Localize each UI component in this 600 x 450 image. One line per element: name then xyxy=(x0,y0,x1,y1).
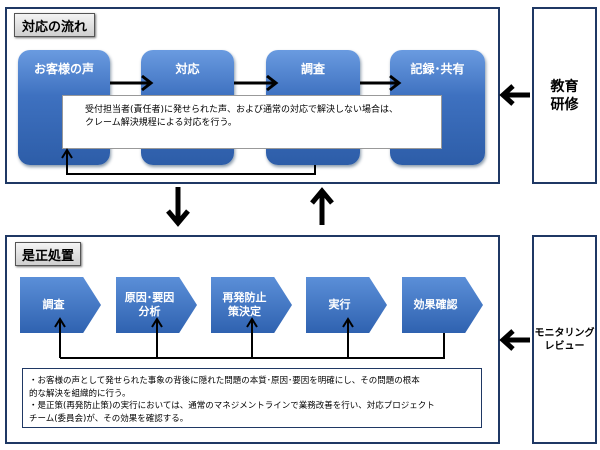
arrow-up-icon xyxy=(310,187,334,225)
feedback-arrow xyxy=(61,148,316,175)
corrective-note: ・お客様の声として発せられた事象の背後に隠れた問題の本質･原因･要因を明確にし、… xyxy=(22,368,482,428)
chevron-label: 再発防止 xyxy=(222,291,267,304)
arrow-left-icon xyxy=(499,329,530,351)
flow-note-line2: クレーム解決規程による対応を行う。 xyxy=(85,118,237,128)
chevron-execution: 実行 xyxy=(306,277,387,333)
note-line: チーム(委員会)が、その効果を確認する。 xyxy=(29,413,189,424)
note-line: 的な解決を組織的に行う。 xyxy=(29,388,131,399)
arrow-right-icon xyxy=(360,74,402,92)
chevron-label: 策決定 xyxy=(228,305,261,318)
arrow-left-icon xyxy=(499,84,530,106)
note-line: ・是正策(再発防止策)の実行においては、通常のマネジメントラインで業務改善を行い… xyxy=(29,401,435,411)
training-line2: 研修 xyxy=(550,96,579,113)
arrow-up-icon xyxy=(151,317,163,358)
chevron-label: 調査 xyxy=(42,298,65,311)
training-box: 教育研修 xyxy=(532,7,597,184)
chevron-label: 分析 xyxy=(138,305,161,318)
training-line1: 教育 xyxy=(550,78,579,95)
chevron-label: 原因･要因 xyxy=(124,291,175,304)
flow-arrows xyxy=(110,74,402,92)
arrow-up-icon xyxy=(54,317,66,358)
monitoring-box: モニタリングレビュー xyxy=(532,235,597,444)
arrow-down-icon xyxy=(166,187,190,227)
chevron-label: 実行 xyxy=(328,298,351,311)
flow-title: 対応の流れ xyxy=(14,13,95,37)
chevron-label: 効果確認 xyxy=(413,298,458,311)
flow-note: 受付担当者(責任者)に発せられた声、および通常の対応で解決しない場合は、 クレー… xyxy=(62,95,442,149)
corrective-feedback xyxy=(54,317,445,359)
arrow-up-icon xyxy=(342,317,354,358)
note-line: ・お客様の声として発せられた事象の背後に隠れた問題の本質･原因･要因を明確にし、… xyxy=(29,376,420,386)
monitoring-line1: モニタリング xyxy=(534,327,595,339)
arrow-right-icon xyxy=(110,74,154,92)
arrow-up-icon xyxy=(246,317,258,358)
flow-note-line1: 受付担当者(責任者)に発せられた声、および通常の対応で解決しない場合は、 xyxy=(85,105,399,115)
arrow-right-icon xyxy=(234,74,279,92)
corrective-title: 是正処置 xyxy=(15,242,81,266)
chevron-effect-check: 効果確認 xyxy=(402,277,483,333)
monitoring-line2: レビュー xyxy=(544,340,585,352)
